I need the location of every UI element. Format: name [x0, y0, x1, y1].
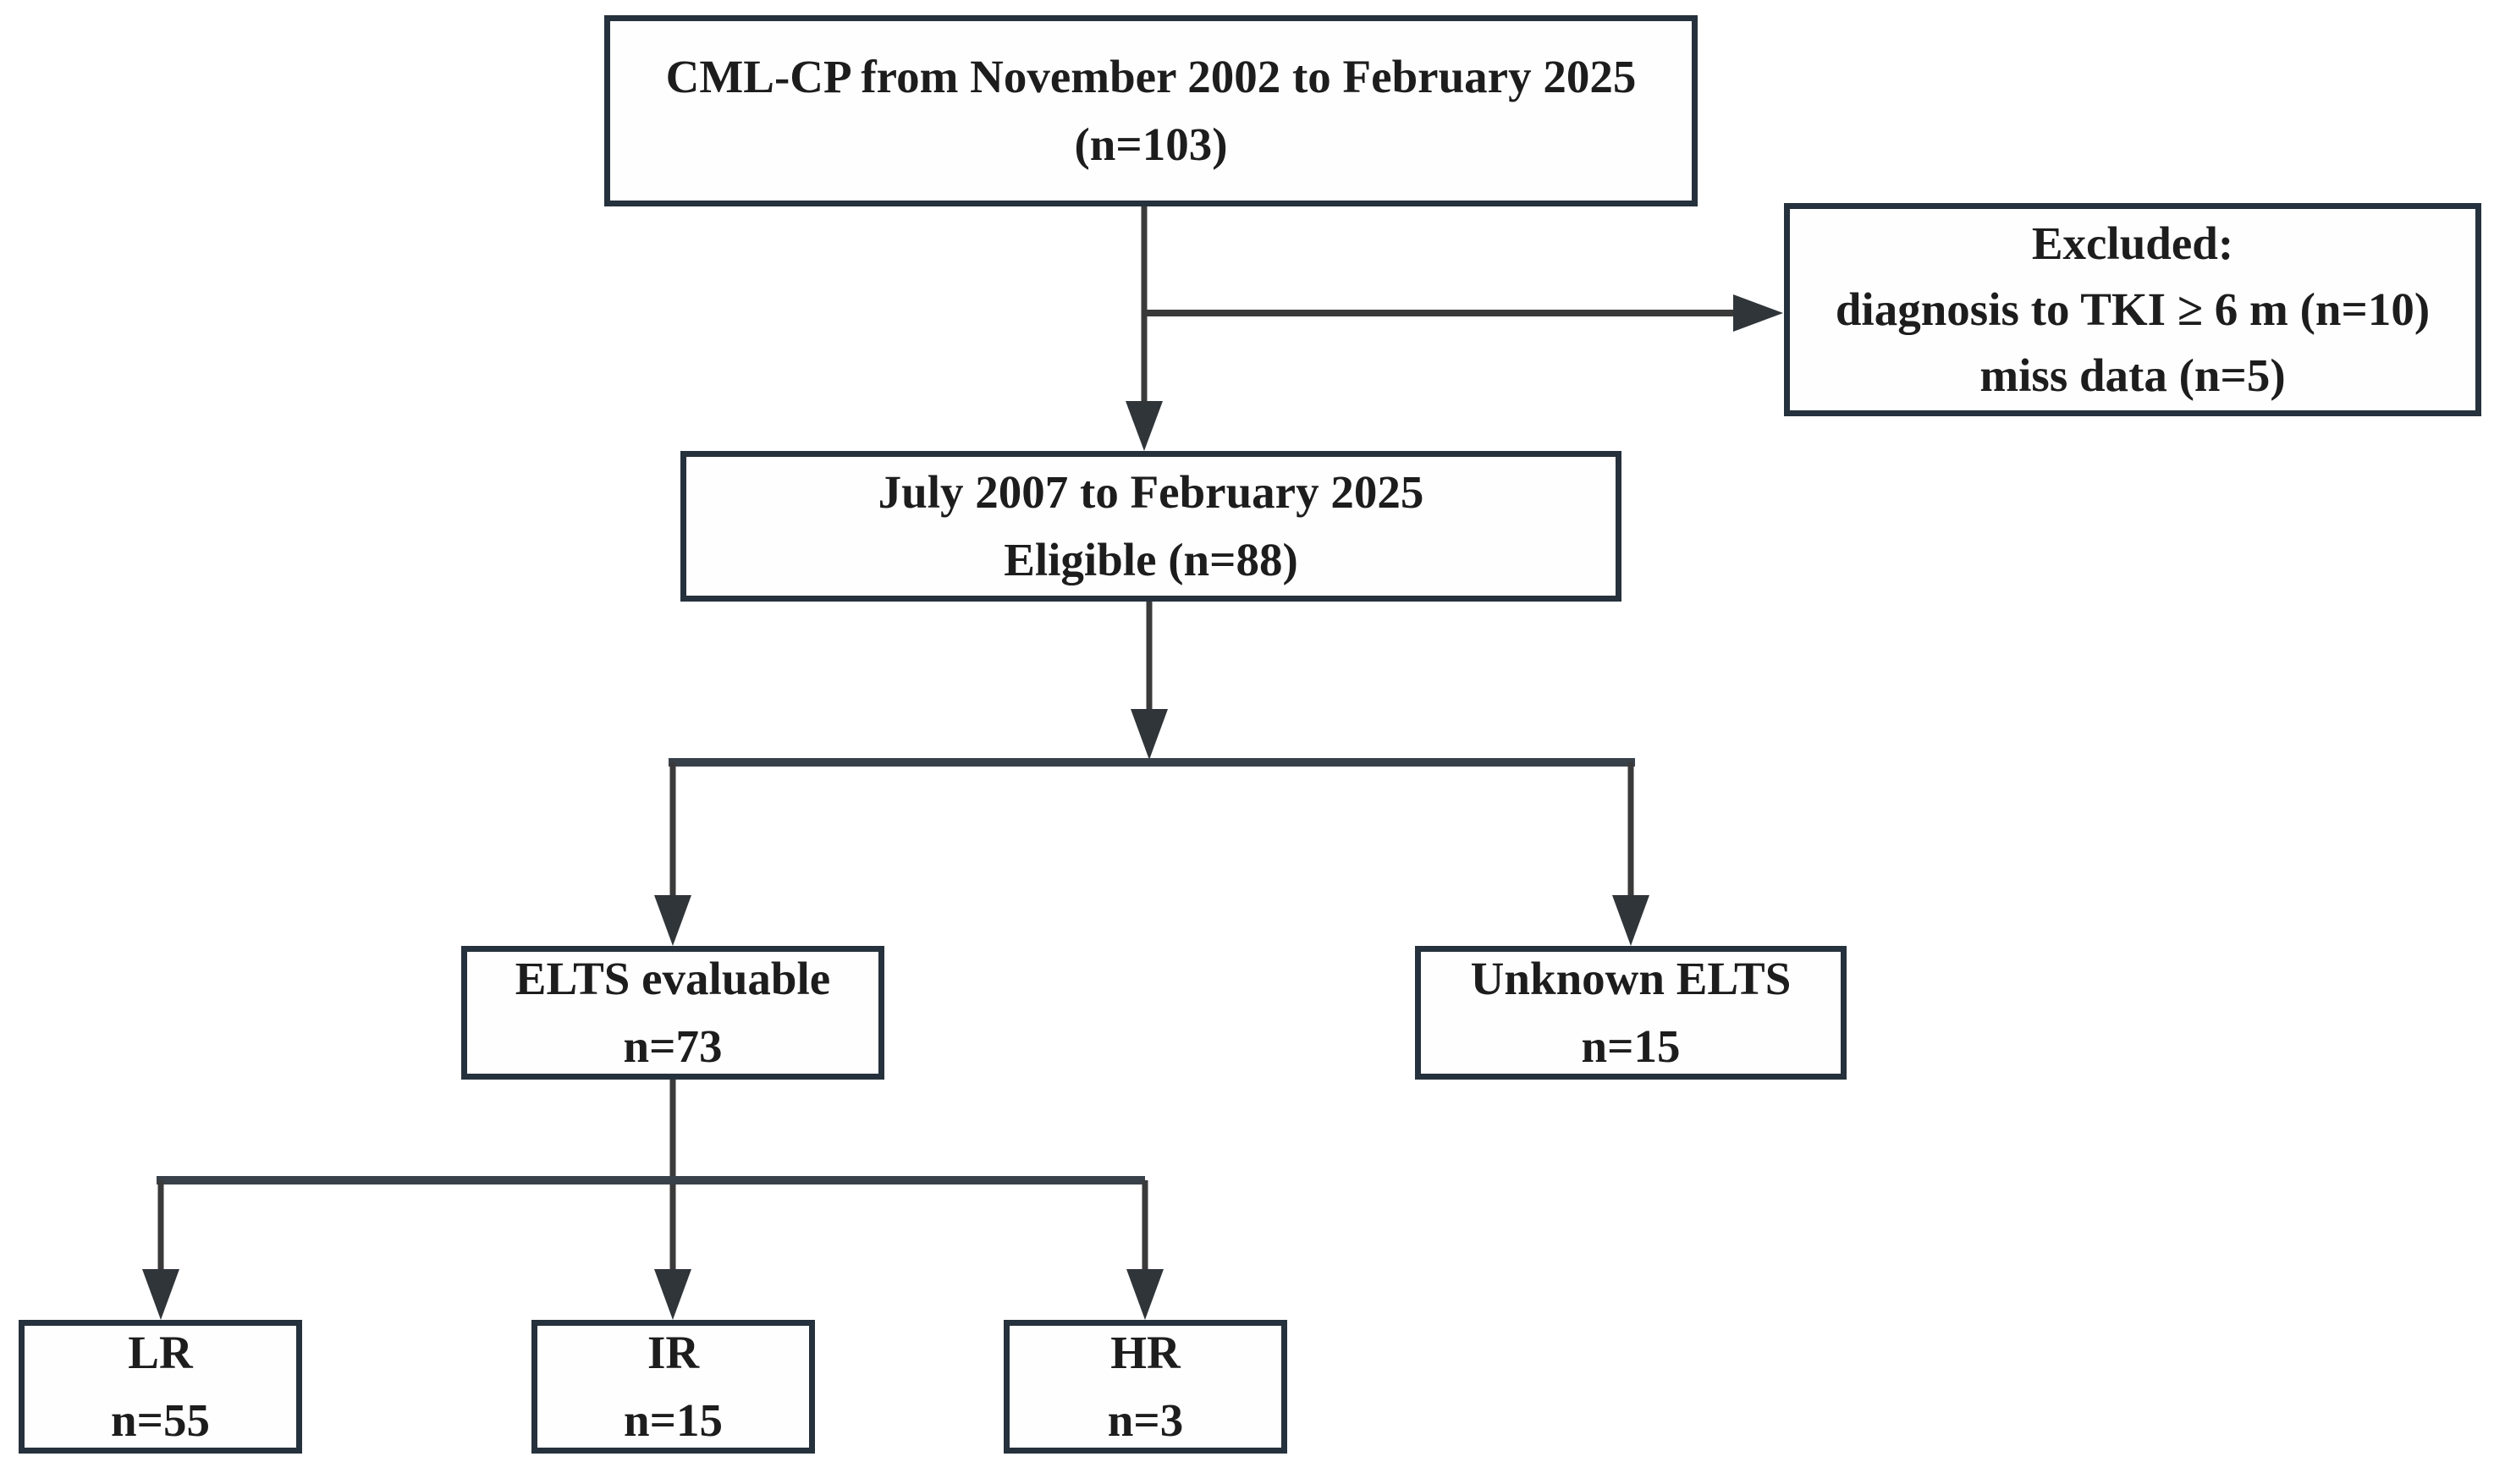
arrowhead-into-ir — [654, 1269, 691, 1320]
arrowhead-into-split-rail — [1131, 709, 1168, 760]
box-elts-evaluable: ELTS evaluable n=73 — [461, 946, 884, 1080]
box-source-line-1: CML-CP from November 2002 to February 20… — [665, 51, 1637, 103]
box-excluded-line-3: miss data (n=5) — [1979, 349, 2286, 402]
arrowhead-into-lr — [142, 1269, 179, 1320]
box-excluded-line-1: Excluded: — [2031, 217, 2234, 269]
box-eligible-line-2: Eligible (n=88) — [1004, 534, 1298, 585]
box-high-risk: HR n=3 — [1004, 1320, 1287, 1454]
box-unknown-line-2: n=15 — [1581, 1020, 1681, 1072]
arrowhead-into-hr — [1126, 1269, 1164, 1320]
box-eligible-line-1: July 2007 to February 2025 — [878, 466, 1424, 519]
arrowhead-into-eligible — [1126, 401, 1163, 451]
box-source-population: CML-CP from November 2002 to February 20… — [604, 15, 1698, 206]
box-intermediate-risk: IR n=15 — [531, 1320, 815, 1454]
box-unknown-line-1: Unknown ELTS — [1470, 953, 1792, 1005]
box-hr-line-2: n=3 — [1107, 1394, 1184, 1446]
box-source-line-2: (n=103) — [1074, 118, 1228, 170]
arrowhead-into-excluded — [1733, 294, 1783, 332]
box-hr-line-1: HR — [1110, 1327, 1181, 1379]
arrowhead-into-elts — [654, 895, 691, 946]
arrowhead-into-unknown — [1612, 895, 1649, 946]
box-elts-line-1: ELTS evaluable — [515, 953, 831, 1005]
box-lr-line-2: n=55 — [111, 1394, 210, 1446]
box-ir-line-1: IR — [647, 1327, 700, 1379]
box-lr-line-1: LR — [128, 1327, 193, 1379]
box-low-risk: LR n=55 — [19, 1320, 302, 1454]
box-elts-line-2: n=73 — [623, 1020, 723, 1072]
box-excluded: Excluded: diagnosis to TKI ≥ 6 m (n=10) … — [1784, 203, 2481, 416]
box-excluded-line-2: diagnosis to TKI ≥ 6 m (n=10) — [1835, 283, 2431, 335]
box-unknown-elts: Unknown ELTS n=15 — [1415, 946, 1847, 1080]
box-ir-line-2: n=15 — [624, 1394, 723, 1446]
box-eligible: July 2007 to February 2025 Eligible (n=8… — [680, 451, 1621, 602]
